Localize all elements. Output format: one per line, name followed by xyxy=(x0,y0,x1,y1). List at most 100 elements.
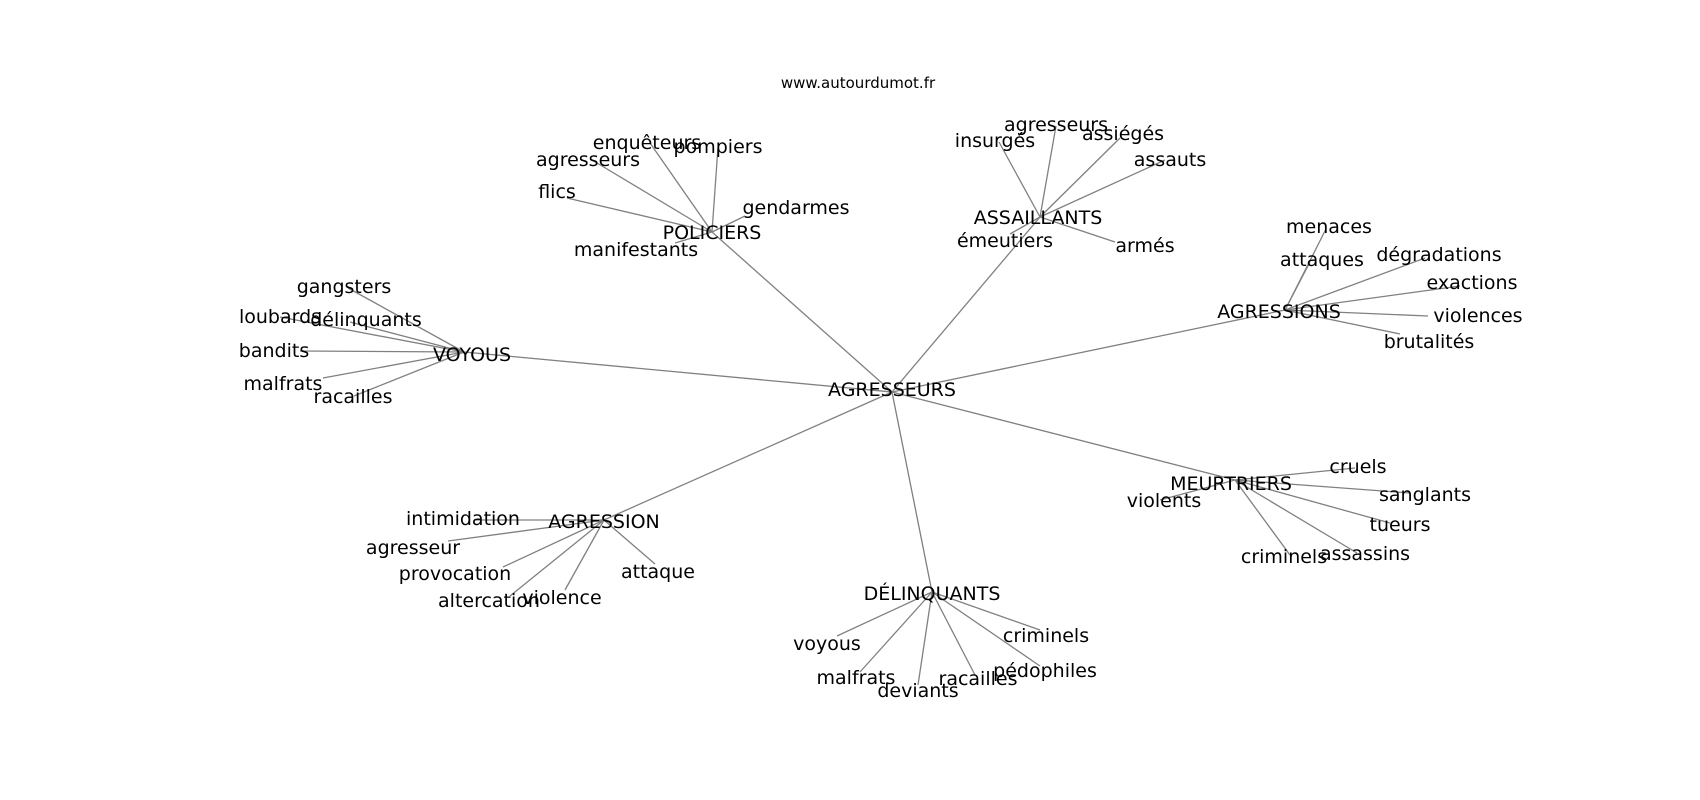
word-node-label: gangsters xyxy=(297,276,392,298)
edge-hub-to-word xyxy=(1039,159,1166,218)
edge-hub-to-word xyxy=(349,321,465,353)
edge-root-to-hub xyxy=(711,231,893,393)
graph-labels: AGRESSEURS POLICIERSagresseursenquêteurs… xyxy=(239,114,1523,702)
word-node-label: émeutiers xyxy=(957,230,1053,252)
word-node-label: délinquants xyxy=(310,309,422,331)
edge-hub-to-word xyxy=(566,197,713,233)
edge-hub-to-word xyxy=(1284,261,1311,311)
word-node-label: enquêteurs xyxy=(593,132,701,154)
edge-hub-to-word xyxy=(299,350,465,353)
edge-root-to-hub xyxy=(891,216,1041,393)
edge-hub-to-word xyxy=(279,316,465,353)
hub-node-label: MEURTRIERS xyxy=(1170,473,1292,495)
root-node-label: AGRESSEURS xyxy=(828,379,956,401)
hub-node-label: AGRESSION xyxy=(548,511,660,533)
word-node-label: attaque xyxy=(621,561,695,583)
word-node-label: racailles xyxy=(314,386,393,408)
edge-hub-to-word xyxy=(674,231,713,244)
word-node-label: criminels xyxy=(1003,625,1089,647)
edge-hub-to-word xyxy=(1284,309,1401,335)
word-node-label: manifestants xyxy=(574,239,698,261)
edge-hub-to-word xyxy=(564,519,605,591)
edge-hub-to-word xyxy=(711,215,746,233)
edge-hub-to-word xyxy=(322,351,465,379)
edge-hub-to-word xyxy=(603,519,656,565)
edge-hub-to-word xyxy=(917,591,933,686)
edge-hub-to-word xyxy=(649,142,713,233)
word-node-label: loubards xyxy=(239,306,321,328)
edge-hub-to-word xyxy=(1234,479,1411,494)
word-node-label: agresseurs xyxy=(1004,114,1108,136)
edge-hub-to-word xyxy=(1009,216,1041,235)
edge-root-to-hub xyxy=(891,309,1286,393)
edge-root-to-hub xyxy=(891,391,1236,481)
word-node-label: racailles xyxy=(939,668,1018,690)
word-node-label: pompiers xyxy=(674,136,763,158)
edge-hub-to-word xyxy=(931,591,976,676)
edge-hub-to-word xyxy=(347,287,465,353)
word-node-label: altercation xyxy=(438,590,540,612)
edge-hub-to-word xyxy=(591,159,713,233)
hub-node-label: ASSAILLANTS xyxy=(974,207,1103,229)
word-node-label: pédophiles xyxy=(993,660,1097,682)
word-node-label: assassins xyxy=(1320,543,1410,565)
edge-hub-to-word xyxy=(502,519,605,568)
edge-hub-to-word xyxy=(1234,467,1356,481)
edge-hub-to-word xyxy=(1234,479,1291,556)
word-node-label: violence xyxy=(522,587,601,609)
edge-hub-to-word xyxy=(1159,479,1236,501)
graph-edges xyxy=(279,125,1461,686)
word-node-label: flics xyxy=(538,181,576,203)
edge-hub-to-word xyxy=(1234,479,1391,524)
word-node-label: provocation xyxy=(399,563,511,585)
edge-root-to-hub xyxy=(603,391,893,521)
word-node-label: bandits xyxy=(239,340,309,362)
word-node-label: menaces xyxy=(1286,216,1372,238)
edge-hub-to-word xyxy=(1284,309,1429,317)
edge-hub-to-word xyxy=(447,519,605,542)
edge-hub-to-word xyxy=(711,146,719,233)
word-node-label: assauts xyxy=(1134,149,1206,171)
word-node-label: gendarmes xyxy=(742,197,849,219)
word-node-label: agresseur xyxy=(366,537,460,559)
edge-hub-to-word xyxy=(1234,479,1358,554)
word-node-label: intimidation xyxy=(406,508,520,530)
word-node-label: agresseurs xyxy=(536,149,640,171)
edge-hub-to-word xyxy=(931,591,1041,631)
edge-hub-to-word xyxy=(1284,257,1426,311)
hub-node-label: DÉLINQUANTS xyxy=(864,582,1001,605)
word-node-label: insurgés xyxy=(955,130,1035,152)
word-node-label: deviants xyxy=(877,680,958,702)
word-node-label: cruels xyxy=(1329,456,1386,478)
edge-hub-to-word xyxy=(931,591,1041,667)
word-node-label: armés xyxy=(1115,235,1174,257)
site-watermark: www.autourdumot.fr xyxy=(781,74,936,92)
word-node-label: malfrats xyxy=(817,667,896,689)
edge-hub-to-word xyxy=(353,351,465,397)
word-node-label: attaques xyxy=(1280,249,1364,271)
word-node-label: brutalités xyxy=(1384,331,1475,353)
word-node-label: criminels xyxy=(1241,546,1327,568)
edge-root-to-hub xyxy=(891,391,933,593)
word-node-label: tueurs xyxy=(1370,514,1431,536)
edge-hub-to-word xyxy=(998,141,1041,218)
word-node-label: malfrats xyxy=(244,373,323,395)
hub-node-label: POLICIERS xyxy=(663,222,762,244)
word-node-label: dégradations xyxy=(1376,244,1501,266)
edge-hub-to-word xyxy=(1039,125,1057,218)
word-node-label: sanglants xyxy=(1379,484,1471,506)
word-node-label: violences xyxy=(1433,305,1522,327)
edge-hub-to-word xyxy=(1284,285,1461,311)
word-node-label: assiégés xyxy=(1082,123,1164,145)
edge-hub-to-word xyxy=(859,591,933,673)
hub-node-label: VOYOUS xyxy=(433,344,511,366)
edge-hub-to-word xyxy=(836,591,933,637)
word-node-label: voyous xyxy=(793,633,861,655)
hub-node-label: AGRESSIONS xyxy=(1217,301,1341,323)
word-node-label: violents xyxy=(1127,490,1202,512)
edge-hub-to-word xyxy=(1039,216,1116,243)
edge-root-to-hub xyxy=(463,351,893,393)
word-node-label: exactions xyxy=(1427,272,1518,294)
edge-hub-to-word xyxy=(1039,137,1121,218)
